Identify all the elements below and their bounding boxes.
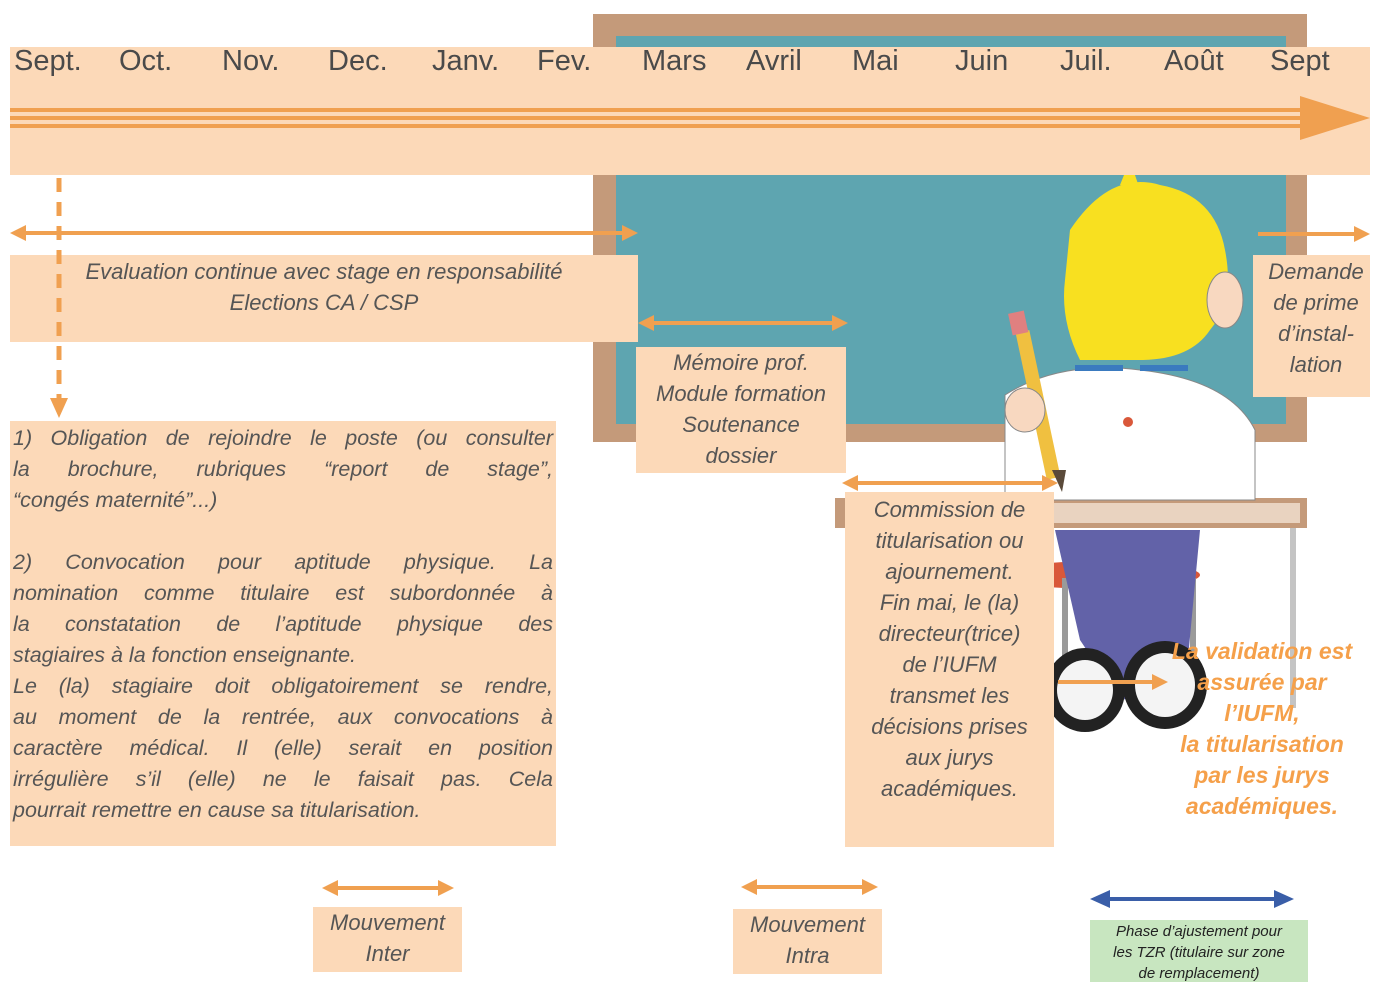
commission-line-6: de l’IUFM [902,652,997,677]
mouvement-inter-line-2: Inter [365,941,410,966]
month-janv: Janv. [432,45,500,77]
commission-line-8: décisions prises [871,714,1028,739]
month-mars: Mars [642,45,707,77]
commission-line-7: transmet les [889,683,1010,708]
obligations-p2-line-4: stagiaires à la fonction enseignante. [13,643,357,667]
memoire-box [636,347,846,473]
commission-line-9: aux jurys [905,745,994,770]
mouvement-inter-box [313,907,462,972]
commission-line-2: titularisation ou [875,528,1024,553]
mouvement-intra-arrow [741,879,878,895]
dashed-down-arrow [50,178,68,418]
month-fev: Fev. [537,45,592,77]
validation-line-2: assurée par [1197,669,1327,695]
mouvement-inter-arrow [322,880,454,896]
obligations-text: 1) Obligation de rejoindre le poste (ou … [13,423,553,826]
prime-text: Demande de prime d’instal- lation [1253,256,1373,380]
memoire-line-1: Mémoire prof. [673,350,809,375]
obligations-box [10,421,556,846]
mouvement-intra-box [733,909,882,974]
memoire-line-3: Soutenance [682,412,800,437]
evaluation-line-2: Elections CA / CSP [229,290,419,315]
tzr-box [1090,920,1308,982]
evaluation-text: Evaluation continue avec stage en respon… [10,256,638,318]
mouvement-inter-line-1: Mouvement [330,910,445,935]
validation-line-6: académiques. [1185,793,1339,819]
memoire-text: Mémoire prof. Module formation Soutenanc… [636,347,846,471]
commission-line-4: Fin mai, le (la) [879,590,1020,615]
commission-line-5: directeur(trice) [878,621,1021,646]
validation-line-5: par les jurys [1194,762,1330,788]
obligations-p3-line-4: irrégulière s’il (elle) ne le faisait pa… [13,767,553,791]
month-juin: Juin [955,45,1009,77]
month-sept-start: Sept. [14,45,82,77]
month-mai: Mai [852,45,899,77]
prime-line-4: lation [1289,352,1343,377]
month-aout: Août [1164,45,1224,77]
obligations-p2-line-1: 2) Convocation pour aptitude physique. L… [13,550,553,574]
tzr-line-1: Phase d’ajustement pour [1116,923,1282,940]
memoire-line-4: dossier [705,443,777,468]
tzr-line-2: les TZR (titulaire sur zone [1113,944,1285,961]
commission-line-3: ajournement. [885,559,1014,584]
mouvement-intra-line-1: Mouvement [750,912,865,937]
obligations-p3-line-3: caractère médical. Il (elle) serait en p… [13,736,553,760]
commission-text: Commission de titularisation ou ajournem… [845,494,1054,804]
evaluation-box [10,255,638,342]
obligations-p3-line-5: pourrait remettre en cause sa titularisa… [13,798,421,822]
commission-span-arrow [842,475,1058,491]
mouvement-intra-text: Mouvement Intra [733,909,882,971]
tzr-arrow [1090,890,1294,908]
obligations-p3-line-1: Le (la) stagiaire doit obligatoirement s… [13,674,553,698]
validation-line-1: La validation est [1171,638,1353,664]
month-sept-end: Sept [1270,45,1330,77]
validation-line-4: la titularisation [1180,731,1344,757]
validation-text: La validation est assurée par l’IUFM, la… [1150,636,1373,822]
prime-line-2: de prime [1273,290,1359,315]
obligations-p1-line-1: 1) Obligation de rejoindre le poste (ou … [13,426,553,450]
memoire-span-arrow [638,315,848,331]
month-nov: Nov. [222,45,280,77]
mouvement-inter-text: Mouvement Inter [313,907,462,969]
month-oct: Oct. [119,45,173,77]
evaluation-span-arrow [10,225,638,241]
month-juil: Juil. [1060,45,1112,77]
obligations-p2-line-2: nomination comme titulaire est subordonn… [13,581,553,605]
obligations-p2-line-3: la constatation de l’aptitude physique d… [13,612,553,636]
prime-arrow [1258,226,1370,242]
month-avril: Avril [746,45,802,77]
obligations-p1-line-3: “congés maternité”...) [13,488,218,512]
mouvement-intra-line-2: Intra [785,943,830,968]
obligations-p3-line-2: au moment de la rentrée, aux convocation… [13,705,553,729]
validation-line-3: l’IUFM, [1224,700,1300,726]
prime-line-1: Demande [1268,259,1364,284]
validation-arrow [1058,674,1168,690]
prime-line-3: d’instal- [1278,321,1354,346]
commission-box [845,492,1054,847]
main-timeline-arrow [10,96,1370,140]
month-dec: Dec. [328,45,388,77]
memoire-line-2: Module formation [656,381,826,406]
commission-line-1: Commission de [873,497,1026,522]
commission-line-10: académiques. [881,776,1018,801]
obligations-p1-line-2: la brochure, rubriques “report de stage”… [13,457,553,481]
tzr-line-3: de remplacement) [1138,965,1260,982]
prime-box [1253,255,1370,397]
evaluation-line-1: Evaluation continue avec stage en respon… [85,259,563,284]
tzr-text: Phase d’ajustement pour les TZR (titulai… [1090,921,1308,984]
